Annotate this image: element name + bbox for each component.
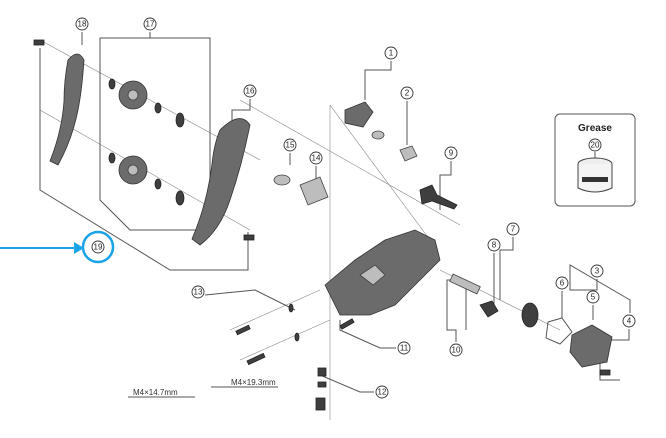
svg-text:18: 18 — [78, 20, 87, 29]
callout-4[interactable]: 4 — [622, 314, 636, 328]
svg-text:13: 13 — [194, 288, 203, 297]
assembly-axes — [39, 39, 561, 420]
svg-text:17: 17 — [146, 20, 155, 29]
svg-text:16: 16 — [246, 87, 255, 96]
svg-text:14: 14 — [312, 154, 321, 163]
callout-11[interactable]: 11 — [397, 341, 411, 355]
bolt-label-m4-14-7: M4×14.7mm — [133, 388, 178, 397]
grease-title: Grease — [578, 123, 612, 134]
callout-6[interactable]: 6 — [555, 276, 569, 290]
callout-14[interactable]: 14 — [309, 151, 323, 165]
callout-13[interactable]: 13 — [191, 285, 205, 299]
svg-text:12: 12 — [378, 388, 387, 397]
callout-20[interactable]: 20 — [588, 138, 602, 152]
callout-19[interactable]: 19 — [91, 240, 105, 254]
callout-8[interactable]: 8 — [487, 238, 501, 252]
callout-7[interactable]: 7 — [506, 222, 520, 236]
cable-adjuster — [419, 184, 458, 210]
svg-text:8: 8 — [492, 241, 497, 250]
callout-16[interactable]: 16 — [243, 84, 257, 98]
svg-text:10: 10 — [452, 346, 461, 355]
svg-text:4: 4 — [627, 317, 632, 326]
svg-text:7: 7 — [511, 225, 516, 234]
tension-spring-cylinder — [299, 176, 329, 206]
callout-17[interactable]: 17 — [143, 17, 157, 31]
callout-1[interactable]: 1 — [384, 46, 398, 60]
svg-text:19: 19 — [94, 243, 103, 252]
adjust-bolt — [399, 145, 418, 162]
svg-text:20: 20 — [591, 141, 600, 150]
outer-cage-plate — [191, 118, 251, 246]
callout-3[interactable]: 3 — [590, 264, 604, 278]
b-link-bracket — [344, 101, 374, 128]
svg-text:6: 6 — [560, 279, 565, 288]
leader-lines — [39, 32, 631, 398]
svg-text:15: 15 — [286, 141, 295, 150]
callout-10[interactable]: 10 — [449, 343, 463, 357]
parts — [33, 39, 613, 411]
svg-text:5: 5 — [591, 293, 596, 302]
callout-2[interactable]: 2 — [400, 86, 414, 100]
svg-text:3: 3 — [595, 267, 600, 276]
clutch-cover-gasket — [545, 317, 573, 345]
callout-9[interactable]: 9 — [444, 146, 458, 160]
svg-text:11: 11 — [400, 344, 409, 353]
svg-text:9: 9 — [449, 149, 454, 158]
svg-text:1: 1 — [389, 49, 394, 58]
highlight-marker — [0, 230, 115, 264]
callout-15[interactable]: 15 — [283, 138, 297, 152]
grease-box: Grease — [554, 113, 636, 207]
clutch-cover — [569, 324, 613, 368]
inner-cage-plate — [49, 53, 85, 166]
svg-text:2: 2 — [405, 89, 410, 98]
callout-18[interactable]: 18 — [75, 17, 89, 31]
bolt-label-m4-19-3: M4×19.3mm — [231, 378, 276, 387]
callout-5[interactable]: 5 — [586, 290, 600, 304]
callout-12[interactable]: 12 — [375, 385, 389, 399]
highlight-ring — [81, 230, 115, 264]
